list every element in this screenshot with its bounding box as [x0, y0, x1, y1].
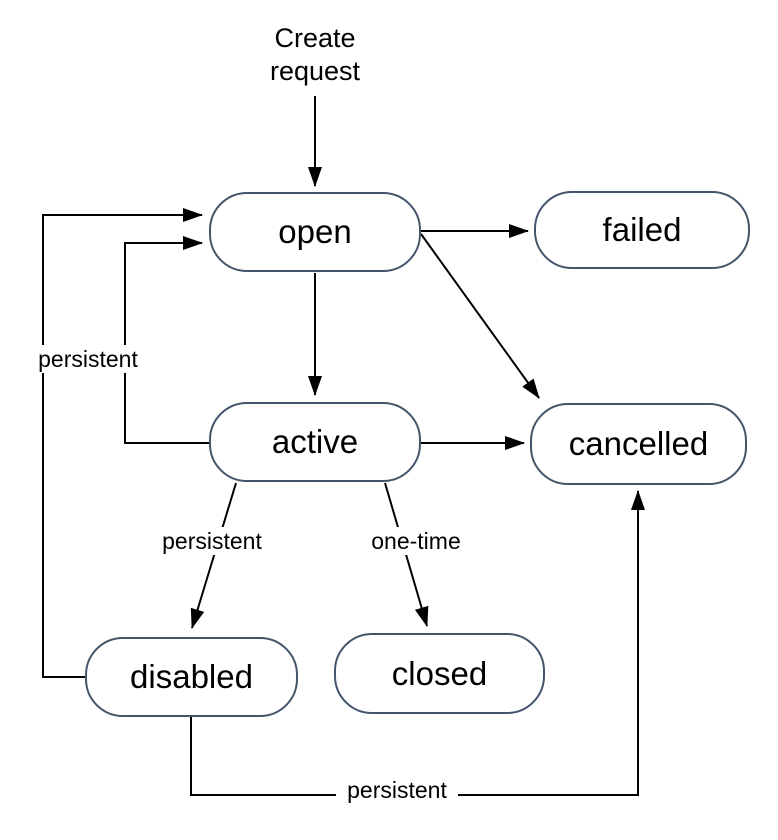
one-time-active-to-closed-label: one-time	[355, 527, 477, 555]
node-cancelled: cancelled	[530, 403, 747, 485]
edge-open-to-cancelled	[420, 233, 540, 399]
node-active-label: active	[271, 423, 359, 460]
persistent-left-loop-label: persistent	[26, 345, 150, 373]
node-open: open	[209, 192, 421, 272]
node-disabled: disabled	[85, 637, 298, 717]
node-disabled-label: disabled	[130, 658, 253, 695]
node-failed: failed	[534, 191, 750, 269]
node-cancelled-label: cancelled	[568, 425, 709, 462]
node-closed-label: closed	[391, 654, 488, 692]
node-open-label: open	[278, 213, 352, 250]
create-request-label: Create request	[269, 23, 361, 86]
node-active: active	[209, 402, 421, 482]
node-failed-label: failed	[602, 211, 682, 248]
persistent-active-to-disabled-label: persistent	[150, 527, 274, 555]
edge-disabled-to-open-loop	[42, 208, 203, 678]
edge-active-to-open-loop	[124, 236, 209, 444]
edge-active-to-disabled	[190, 482, 237, 629]
persistent-disabled-to-cancelled-label: persistent	[336, 776, 458, 804]
node-closed: closed	[334, 633, 545, 714]
